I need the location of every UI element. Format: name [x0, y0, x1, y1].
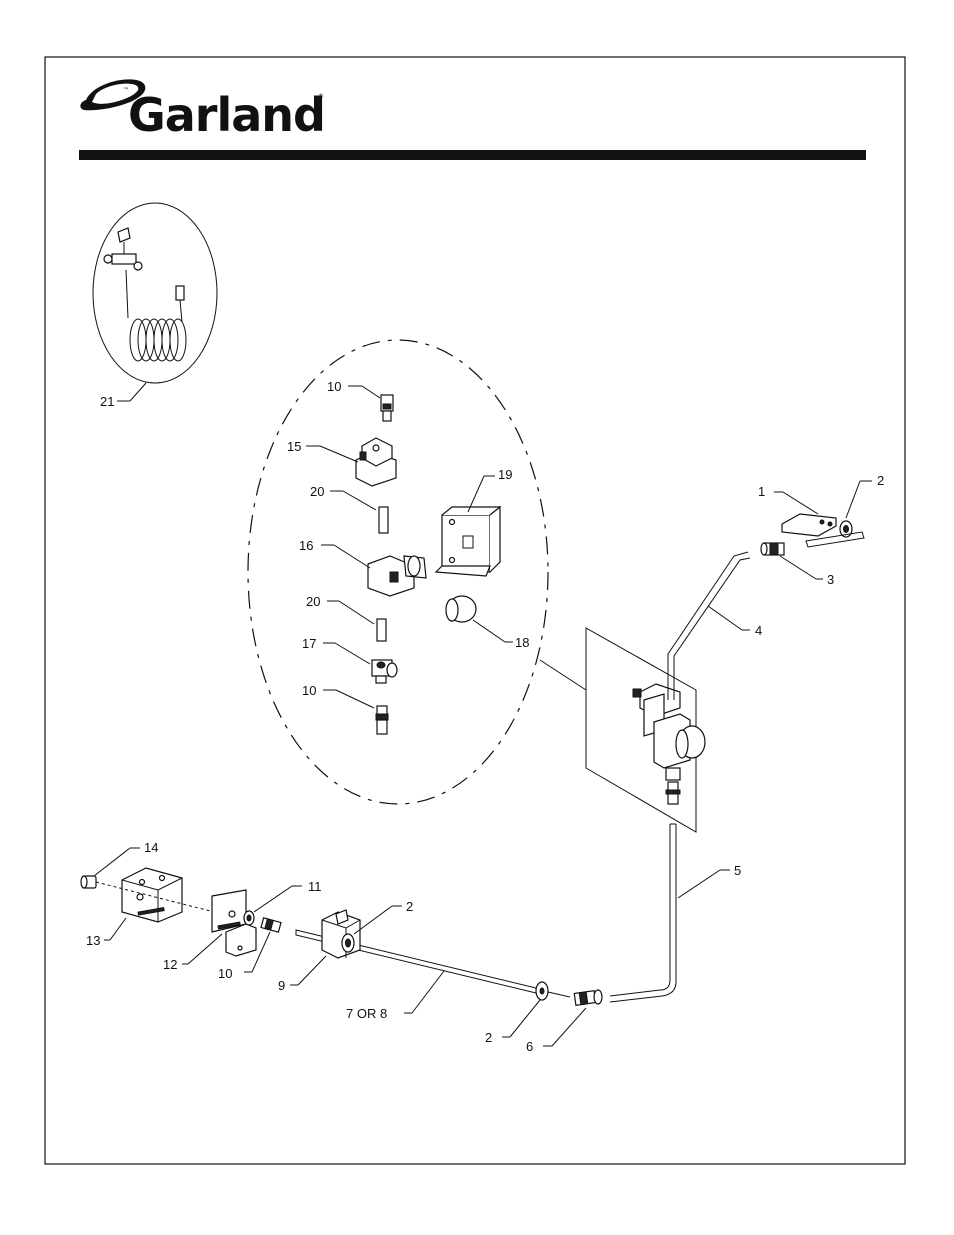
callout-1: 1: [758, 484, 765, 499]
callout-18: 18: [515, 635, 529, 650]
callout-5: 5: [734, 863, 741, 878]
control-box-13: [122, 868, 182, 922]
nipple-20-lower: [377, 619, 386, 641]
assembled-valve-panel: [586, 552, 750, 832]
solenoid-15: [356, 438, 396, 486]
tee-17: [372, 660, 397, 683]
callout-17: 17: [302, 636, 316, 651]
detail-ellipse-21: [93, 203, 217, 383]
callout-7-or-8: 7 OR 8: [346, 1006, 387, 1021]
callout-2-middle: 2: [406, 899, 413, 914]
callout-2-top: 2: [877, 473, 884, 488]
callout-20-lower: 20: [306, 594, 320, 609]
callout-6: 6: [526, 1039, 533, 1054]
header-rule: [79, 150, 866, 160]
callout-9: 9: [278, 978, 285, 993]
callout-3: 3: [827, 572, 834, 587]
callout-2-bottom: 2: [485, 1030, 492, 1045]
bracket-19: [436, 507, 500, 576]
thermocouple-nut-2-bottom: [536, 982, 548, 1000]
fitting-10-top: [381, 395, 393, 421]
knob-18: [446, 596, 476, 622]
callout-20-upper: 20: [310, 484, 324, 499]
callout-4: 4: [755, 623, 762, 638]
fitting-10-bottom: [376, 706, 388, 734]
callout-10-bottom: 10: [302, 683, 316, 698]
callout-12: 12: [163, 957, 177, 972]
garland-logo: ™ Garland ®: [80, 79, 325, 142]
tubing-coil: [130, 319, 186, 361]
fitting-10-lower: [261, 918, 281, 932]
fitting-3: [761, 543, 784, 555]
logo-wordmark: Garland: [128, 88, 325, 142]
elbow-fitting-6: [574, 990, 602, 1005]
nipple-20-upper: [379, 507, 388, 533]
callout-15: 15: [287, 439, 301, 454]
callout-10-lower: 10: [218, 966, 232, 981]
callout-16: 16: [299, 538, 313, 553]
callout-21: 21: [100, 394, 114, 409]
tube-5: [610, 824, 676, 1002]
washer-11: [244, 911, 254, 925]
callout-11: 11: [308, 879, 322, 894]
callout-13: 13: [86, 933, 100, 948]
fitting-14: [81, 876, 96, 888]
valve-16: [368, 556, 426, 596]
callout-10-top: 10: [327, 379, 341, 394]
logo-reg-mark: ®: [318, 93, 324, 100]
thermocouple-bracket-1: [782, 514, 836, 536]
callout-19: 19: [498, 467, 512, 482]
callout-14: 14: [144, 840, 158, 855]
